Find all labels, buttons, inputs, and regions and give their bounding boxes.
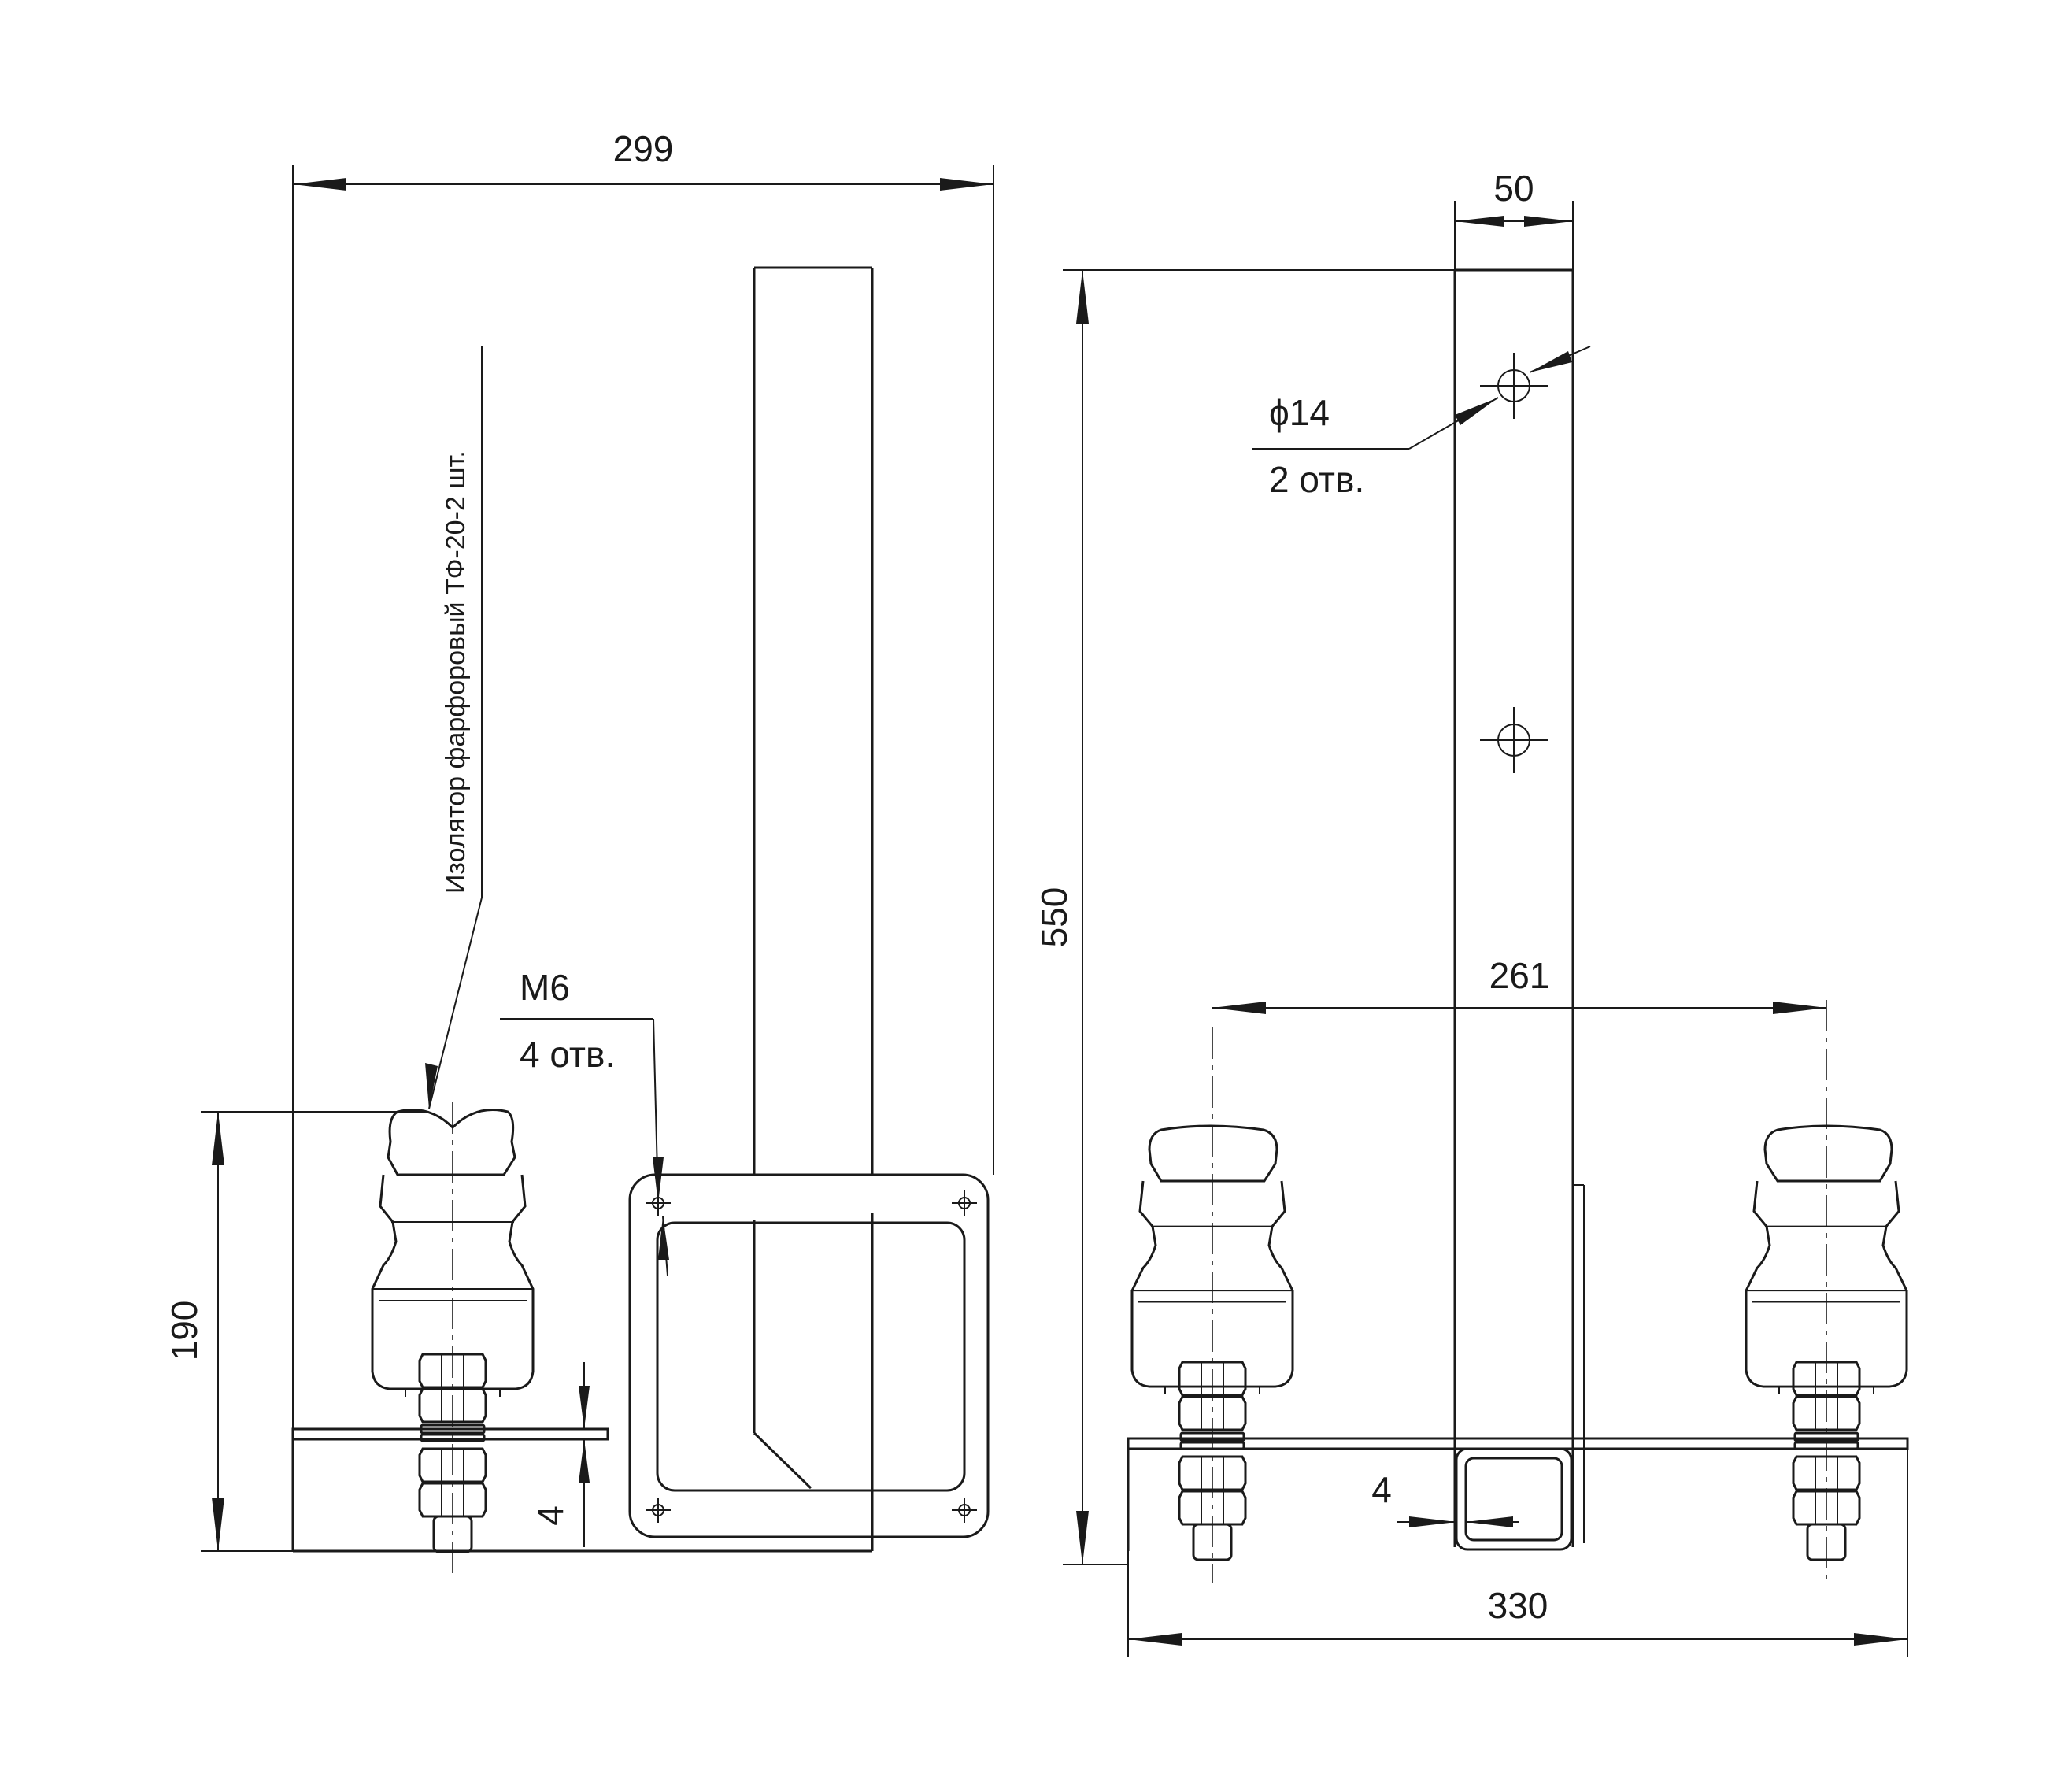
dim-190: 190 <box>164 1111 425 1552</box>
left-view: 299 190 4 M6 4 о <box>164 128 994 1575</box>
dim-label-4-right: 4 <box>1371 1469 1392 1510</box>
dim-4-left: 4 <box>530 1362 608 1547</box>
right-view-insulator-1 <box>1130 1027 1294 1583</box>
thread-count-label: 4 отв. <box>520 1034 615 1075</box>
right-view-insulator-2 <box>1745 1000 1908 1583</box>
dim-330: 330 <box>1127 1449 1908 1657</box>
callout-insulator: Изолятор фарфоровый ТФ-20-2 шт. <box>425 346 483 1109</box>
dim-label-550: 550 <box>1034 887 1075 948</box>
left-post <box>753 266 874 1547</box>
left-flange-bracket <box>628 1173 990 1538</box>
dim-50: 50 <box>1454 168 1574 270</box>
dim-550: 550 <box>1034 269 1455 1565</box>
callout-m6: M6 4 отв. <box>500 967 669 1276</box>
right-view: 50 550 261 330 <box>1034 168 1909 1657</box>
dim-261: 261 <box>1212 955 1826 1014</box>
thread-label: M6 <box>520 967 570 1008</box>
right-post <box>1453 268 1585 1547</box>
hole-count-label: 2 отв. <box>1269 459 1364 500</box>
dim-label-4-left: 4 <box>530 1505 571 1526</box>
insulator-note: Изолятор фарфоровый ТФ-20-2 шт. <box>441 450 471 894</box>
dim-label-299: 299 <box>613 128 674 169</box>
post-holes <box>1480 353 1548 773</box>
hole-diameter-label: ϕ14 <box>1269 392 1330 433</box>
callout-hole: ϕ14 2 отв. <box>1252 346 1591 500</box>
right-base-plate <box>1127 1437 1909 1551</box>
left-insulator <box>371 1102 535 1575</box>
left-base-plate <box>291 1427 874 1553</box>
dim-label-50: 50 <box>1493 168 1534 209</box>
dim-label-190: 190 <box>164 1301 205 1361</box>
dim-299: 299 <box>292 128 994 1429</box>
dim-label-261: 261 <box>1489 955 1550 996</box>
dim-label-330: 330 <box>1488 1585 1548 1626</box>
dim-4-right: 4 <box>1371 1469 1519 1527</box>
